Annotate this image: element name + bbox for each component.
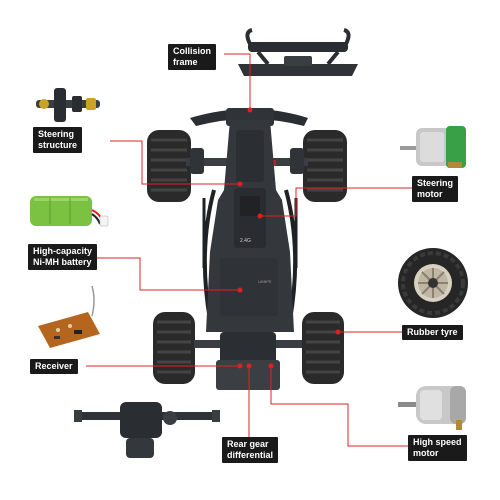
callout-lines — [86, 53, 412, 447]
front-right-tyre — [303, 130, 347, 202]
label-rear-gear-differential: Rear gear differential — [222, 437, 279, 463]
steering-motor-illustration — [400, 126, 466, 168]
callout-line-steering-structure — [110, 140, 240, 185]
label-steering-motor: Steering motor — [412, 176, 459, 202]
receiver-board-illustration — [38, 285, 100, 348]
callout-line-collision-frame — [224, 53, 251, 110]
rubber-tyre-illustration — [398, 248, 468, 318]
callout-endpoints — [237, 107, 341, 369]
label-battery: High-capacity Ni-MH battery — [28, 244, 98, 270]
chassis-brand-mark: UKBPE — [258, 279, 272, 284]
front-left-tyre — [147, 130, 191, 202]
callout-line-steering-motor — [260, 187, 412, 217]
label-steering-structure: Steering structure — [33, 127, 83, 153]
callout-line-high-speed-motor — [270, 366, 408, 447]
battery-pack-illustration — [30, 196, 109, 227]
label-high-speed-motor: High speed motor — [408, 435, 467, 461]
label-receiver: Receiver — [30, 359, 78, 374]
rear-left-tyre — [153, 312, 195, 384]
steering-structure-illustration — [36, 88, 100, 122]
label-rubber-tyre: Rubber tyre — [402, 325, 463, 340]
rear-right-tyre — [302, 312, 344, 384]
chassis-channel-mark: 2.4G — [240, 238, 251, 244]
collision-frame-illustration — [238, 28, 358, 76]
rc-car-chassis-illustration: 2.4G UKBPE — [147, 108, 347, 390]
rear-differential-illustration — [74, 402, 220, 458]
high-speed-motor-illustration — [398, 386, 466, 430]
label-collision-frame: Collision frame — [168, 44, 216, 70]
callout-line-battery — [97, 257, 240, 291]
